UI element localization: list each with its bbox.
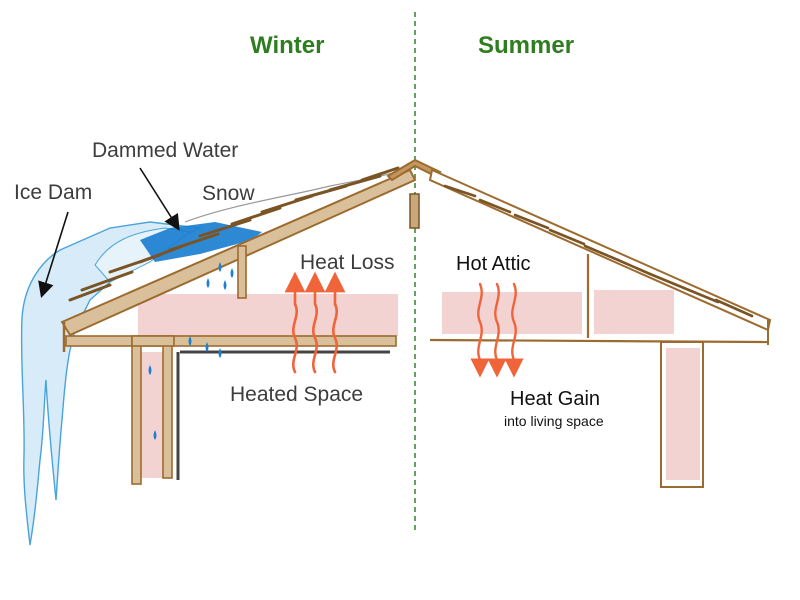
summer-ceiling-joist [429,338,769,344]
summer-wall-frame [660,341,704,488]
dammed-water-label: Dammed Water [92,139,239,162]
winter-wall-stud-left [131,337,142,485]
snow-label: Snow [202,182,255,205]
dammed-water-leader-arrow [139,167,180,231]
summer-title: Summer [478,32,575,59]
summer-shingles [443,184,754,318]
winter-wall-insulation [140,352,164,478]
winter-attic-insulation [138,294,398,336]
heat-gain-label: Heat Gain [510,388,601,410]
heat-gain-sublabel: into living space [504,413,604,429]
winter-title: Winter [250,32,325,59]
hot-attic-label: Hot Attic [456,253,531,275]
ice-dam-label: Ice Dam [14,181,93,204]
heat-gain-arrows [470,282,524,378]
ridge-board [409,193,420,229]
winter-wall-stud-right [162,337,173,479]
summer-wall-insulation [666,348,700,480]
heat-loss-arrows [284,271,346,374]
heated-space-label: Heated Space [230,383,364,406]
ice-dam-leader-arrow [38,211,69,299]
ice-dam-shape [20,221,203,546]
winter-attic-post [237,245,247,299]
winter-wall-plate [131,335,175,347]
summer-attic-insulation-right [594,290,674,334]
heat-loss-label: Heat Loss [300,251,395,274]
winter-ceiling-joist [65,335,397,347]
winter-shingles [68,166,400,302]
water-drips [148,262,234,440]
